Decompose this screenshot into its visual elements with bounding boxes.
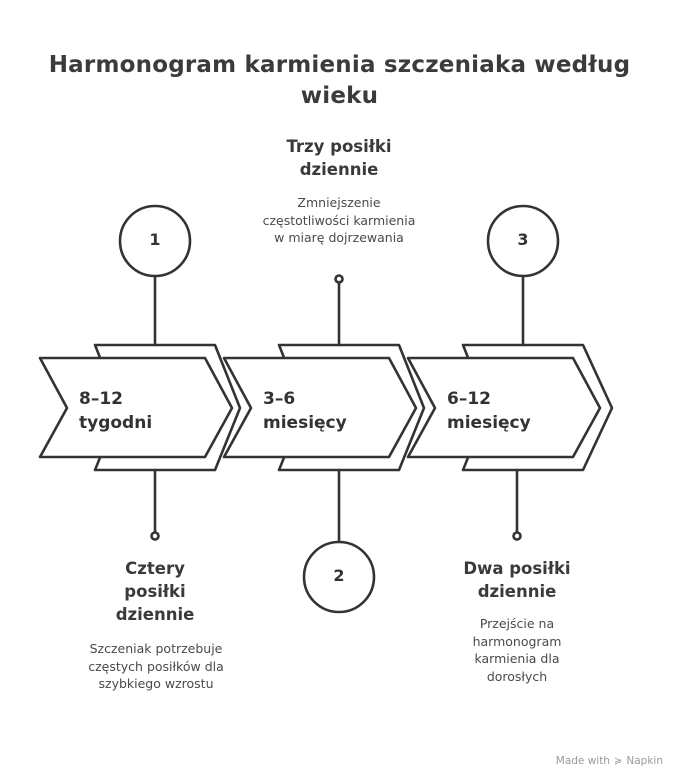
step-1-description: Szczeniak potrzebuje częstych posiłków d… <box>88 641 224 691</box>
step-3-description: Przejście na harmonogram karmienia dla d… <box>472 616 562 684</box>
step-2-heading: Trzy posiłki dziennie <box>286 137 392 179</box>
step-2-age-line1: 3–6 <box>263 389 296 409</box>
step-2-description: Zmniejszenie częstotliwości karmienia w … <box>262 195 416 245</box>
chevron-1 <box>38 356 234 459</box>
step-2-age-line2: miesięcy <box>263 413 347 433</box>
step-1-heading: Cztery posiłki dziennie <box>115 559 195 624</box>
step-3-heading: Dwa posiłki dziennie <box>463 559 571 601</box>
made-with-label: Made with <box>555 755 610 767</box>
chevron-2 <box>222 356 418 459</box>
step-1-dot <box>150 531 160 541</box>
step-1-age-label: 8–12 tygodni <box>79 387 152 435</box>
step-1-age-line1: 8–12 <box>79 389 123 409</box>
chevron-3 <box>406 356 602 459</box>
step-3-age-line2: miesięcy <box>447 413 531 433</box>
step-2-circle <box>302 540 376 614</box>
made-with-napkin-footer[interactable]: Made with ≽ Napkin <box>556 755 663 767</box>
napkin-logo-icon: ≽ <box>614 755 623 767</box>
step-3-dot <box>512 531 522 541</box>
step-2-number: 2 <box>333 566 345 585</box>
step-3-age-label: 6–12 miesięcy <box>447 387 531 435</box>
napkin-brand-label: Napkin <box>626 755 663 767</box>
step-3-number: 3 <box>517 230 529 249</box>
page-title: Harmonogram karmienia szczeniaka według … <box>48 52 631 109</box>
step-1-age-line2: tygodni <box>79 413 153 433</box>
step-3-age-line1: 6–12 <box>447 389 491 409</box>
step-1-number: 1 <box>149 230 161 249</box>
step-2-age-label: 3–6 miesięcy <box>263 387 347 435</box>
